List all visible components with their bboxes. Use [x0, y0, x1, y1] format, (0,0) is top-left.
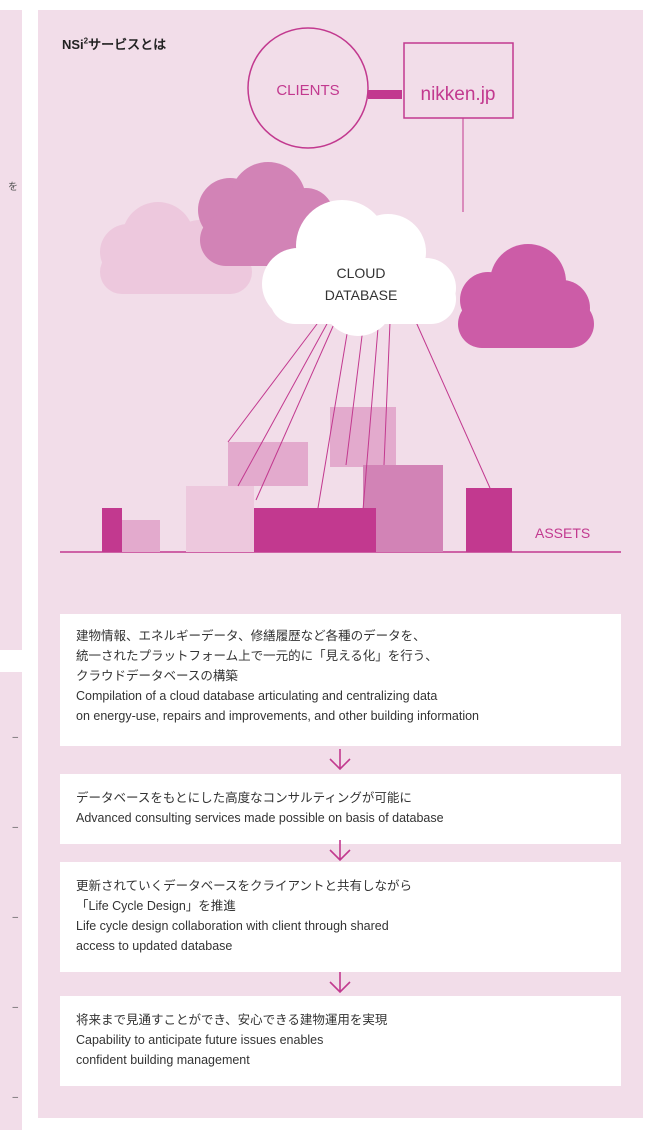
- clients-link-bar: [368, 90, 402, 99]
- step-2-line: Advanced consulting services made possib…: [76, 811, 444, 825]
- step-1-line: クラウドデータベースの構築: [76, 669, 238, 683]
- step-3-line: access to updated database: [76, 939, 233, 953]
- left-adjacent-panel: を – – – – –: [0, 0, 22, 1130]
- left-panel-bottom-box: – – – – –: [0, 672, 22, 1130]
- asset-building: [228, 442, 308, 486]
- step-box-3: 更新されていくデータベースをクライアントと共有しながら 「Life Cycle …: [60, 862, 621, 972]
- asset-building: [466, 488, 512, 552]
- step-4-line: confident building management: [76, 1053, 250, 1067]
- step-box-1: 建物情報、エネルギーデータ、修繕履歴など各種のデータを、 統一されたプラットフォ…: [60, 614, 621, 746]
- left-panel-dash: –: [12, 1002, 18, 1013]
- asset-building: [363, 465, 443, 552]
- service-overview-panel: NSi2サービスとは: [38, 10, 643, 1118]
- brand-label: nikken.jp: [421, 84, 496, 105]
- cloud-database-shape: [262, 200, 456, 336]
- brand-box: [403, 42, 514, 119]
- step-3-line: Life cycle design collaboration with cli…: [76, 919, 389, 933]
- connection-lines: [227, 319, 491, 511]
- left-panel-top-box: を: [0, 10, 22, 650]
- cloud-label-line1: CLOUD: [336, 265, 385, 281]
- clients-label: CLIENTS: [276, 82, 339, 99]
- cloud-label-line2: DATABASE: [325, 287, 398, 303]
- step-box-2: データベースをもとにした高度なコンサルティングが可能に Advanced con…: [60, 774, 621, 844]
- step-box-4: 将来まで見通すことができ、安心できる建物運用を実現 Capability to …: [60, 996, 621, 1086]
- cloud-shape-dark: [458, 244, 594, 348]
- left-panel-dash: –: [12, 732, 18, 743]
- step-1-line: on energy-use, repairs and improvements,…: [76, 709, 480, 723]
- step-1-line: Compilation of a cloud database articula…: [76, 689, 438, 703]
- service-diagram: CLOUD DATABASE CLIENTS nikken.jp ASSETS: [60, 27, 621, 553]
- left-panel-dash: –: [12, 1092, 18, 1103]
- section-title: NSi2サービスとは: [62, 36, 167, 52]
- assets-label: ASSETS: [535, 525, 590, 541]
- asset-building: [254, 508, 376, 552]
- left-panel-text-fragment: を: [8, 182, 18, 193]
- step-4-line: Capability to anticipate future issues e…: [76, 1033, 324, 1047]
- step-1-line: 建物情報、エネルギーデータ、修繕履歴など各種のデータを、: [76, 629, 426, 643]
- clients-circle: [247, 27, 369, 149]
- step-3-line: 更新されていくデータベースをクライアントと共有しながら: [76, 879, 413, 893]
- down-arrow-icon: [329, 749, 351, 771]
- asset-building: [102, 508, 122, 552]
- asset-building: [122, 520, 160, 552]
- asset-building: [186, 486, 254, 552]
- left-panel-dash: –: [12, 912, 18, 923]
- step-4-line: 将来まで見通すことができ、安心できる建物運用を実現: [76, 1013, 388, 1027]
- step-1-line: 統一されたプラットフォーム上で一元的に「見える化」を行う、: [76, 649, 438, 663]
- step-3-line: 「Life Cycle Design」を推進: [76, 899, 236, 913]
- step-2-line: データベースをもとにした高度なコンサルティングが可能に: [76, 791, 412, 805]
- down-arrow-icon: [329, 840, 351, 862]
- down-arrow-icon: [329, 972, 351, 994]
- left-panel-dash: –: [12, 822, 18, 833]
